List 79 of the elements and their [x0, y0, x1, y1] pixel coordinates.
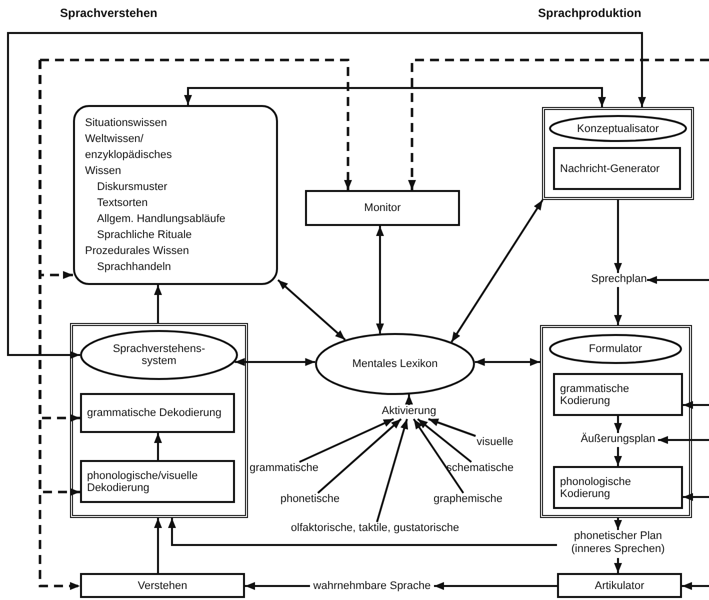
knowledge-item: Diskursmuster	[96, 180, 168, 195]
arrow	[154, 285, 162, 323]
arrow	[184, 87, 606, 107]
process-box	[305, 190, 460, 226]
arrow	[376, 418, 408, 522]
flow-label: Aktivierung	[377, 405, 441, 419]
arrow	[245, 582, 310, 590]
arrow	[277, 279, 346, 341]
arrow	[614, 287, 622, 325]
arrow	[405, 394, 413, 405]
knowledge-item: Weltwissen/ enzyklopädisches Wissen	[85, 132, 173, 179]
flow-label: Sprechplan	[591, 273, 647, 287]
arrow	[154, 433, 162, 460]
process-box	[80, 573, 245, 598]
component-box	[540, 325, 692, 518]
process-box	[553, 373, 683, 416]
arrow	[376, 226, 384, 334]
dashed-arrow	[38, 60, 80, 590]
arrow	[683, 493, 709, 501]
process-box	[557, 573, 682, 598]
arrow	[298, 418, 394, 463]
box-label: phonologische/visuelle Dekodierung	[87, 470, 199, 494]
section-heading: Sprachproduktion	[538, 6, 642, 20]
process-box	[553, 466, 683, 509]
flow-label: schematische	[444, 462, 516, 476]
arrow	[317, 418, 402, 494]
arrow	[647, 276, 709, 284]
arrow	[614, 200, 622, 273]
process-box	[553, 147, 681, 190]
arrow	[682, 582, 709, 590]
flow-label: phonetischer Plan (inneres Sprechen)	[557, 530, 679, 558]
arrow	[7, 32, 646, 359]
flow-label: visuelle	[472, 436, 518, 450]
ellipse-label: Konzeptualisator	[577, 122, 659, 134]
flow-label: grammatische	[248, 462, 320, 476]
section-heading: Sprachverstehen	[60, 6, 158, 20]
arrow	[450, 199, 544, 343]
flow-label: wahrnehmbare Sprache	[310, 580, 434, 594]
component-box	[542, 107, 694, 200]
arrow	[474, 358, 540, 366]
arrow	[428, 418, 476, 437]
arrow	[614, 558, 622, 573]
process-box	[80, 460, 235, 503]
component-box	[70, 323, 248, 518]
arrow	[683, 401, 709, 409]
arrow	[168, 518, 557, 546]
ellipse-label: Sprachverstehens- system	[112, 343, 206, 367]
knowledge-item: Prozedurales Wissen	[85, 244, 190, 259]
knowledge-item: Situationswissen	[85, 116, 168, 131]
box-label: phonologische Kodierung	[560, 476, 632, 500]
dashed-arrow	[40, 58, 352, 190]
box-label: Verstehen	[138, 580, 188, 592]
process-box	[80, 393, 235, 433]
knowledge-item: Sprachhandeln	[96, 260, 172, 275]
arrow	[658, 436, 709, 444]
box-label: Nachricht-Generator	[560, 162, 660, 174]
knowledge-item: Textsorten	[96, 196, 149, 211]
flow-label: phonetische	[278, 493, 342, 507]
knowledge-item: Allgem. Handlungsabläufe	[96, 212, 226, 227]
arrow	[434, 582, 557, 590]
ellipse-label: Formulator	[588, 343, 642, 355]
box-label: Monitor	[364, 202, 401, 214]
arrow	[614, 447, 622, 466]
dashed-arrow	[408, 58, 709, 190]
flow-label: graphemische	[432, 493, 504, 507]
arrow	[417, 418, 472, 463]
box-label: Artikulator	[594, 580, 644, 592]
knowledge-item: Sprachliche Rituale	[96, 228, 193, 243]
box-label: grammatische Kodierung	[560, 382, 630, 406]
arrow	[234, 358, 316, 366]
arrow	[614, 416, 622, 433]
box-label: grammatische Dekodierung	[87, 407, 222, 419]
knowledge-box	[73, 105, 278, 285]
flow-label: Äußerungsplan	[578, 433, 658, 447]
arrow	[154, 518, 162, 573]
arrow	[412, 418, 464, 494]
flow-label: olfaktorische, taktile, gustatorische	[280, 522, 470, 536]
arrow	[614, 518, 622, 530]
ellipse-label: Mentales Lexikon	[352, 358, 438, 370]
